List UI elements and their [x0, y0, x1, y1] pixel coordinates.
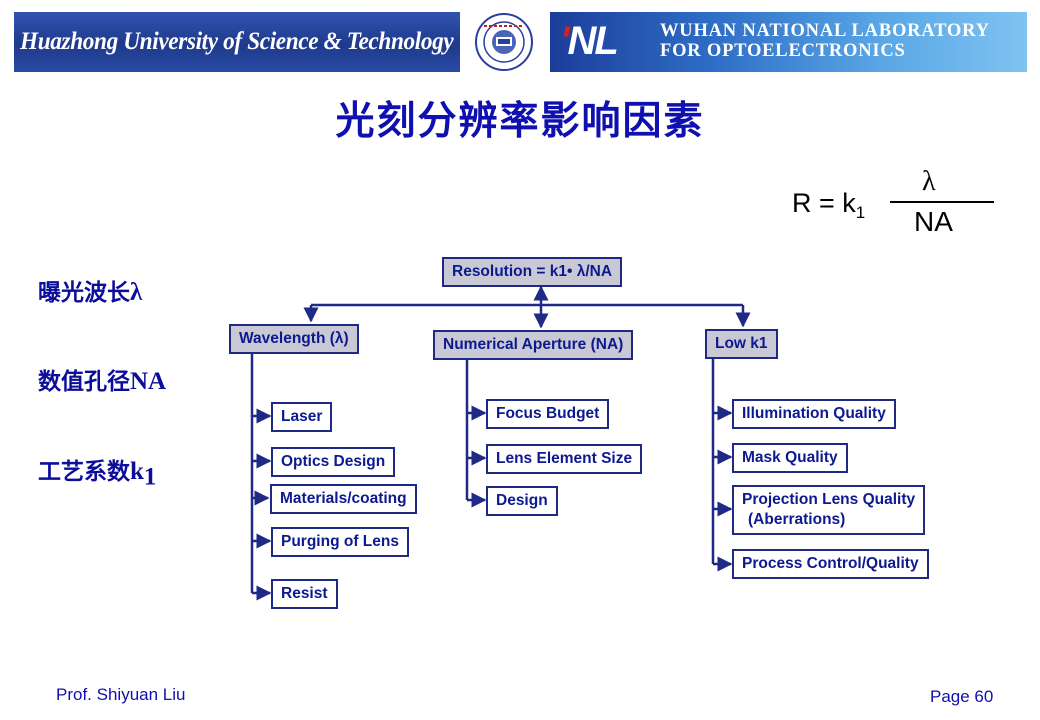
- projection-lens-line1: Projection Lens Quality: [742, 491, 916, 508]
- node-laser: Laser: [271, 402, 333, 432]
- hust-banner: Huazhong University of Science & Technol…: [14, 12, 460, 72]
- lab-name-line1: WUHAN NATIONAL LABORATORY: [660, 21, 990, 41]
- resolution-formula: R = k1 λ NA: [792, 166, 1002, 242]
- formula-lhs: R = k1: [792, 188, 866, 222]
- university-seal-icon: [462, 12, 546, 72]
- lab-name-line2: FOR OPTOELECTRONICS: [660, 41, 906, 61]
- node-wavelength: Wavelength (λ): [229, 324, 359, 354]
- node-projection-lens-quality: Projection Lens Quality (Aberrations): [732, 485, 926, 535]
- node-resolution: Resolution = k1• λ/NA: [442, 257, 623, 287]
- page-title: 光刻分辨率影响因素: [335, 99, 705, 144]
- formula-denominator: NA: [914, 206, 953, 237]
- node-optics-design: Optics Design: [271, 447, 396, 477]
- wnlo-logo: 'NL: [560, 19, 619, 63]
- node-focus-budget: Focus Budget: [486, 399, 610, 429]
- footer-author: Prof. Shiyuan Liu: [56, 685, 186, 704]
- formula-numerator: λ: [922, 166, 936, 197]
- label-k1: 工艺系数k1: [38, 458, 157, 491]
- footer-page-number: Page 60: [930, 687, 994, 706]
- node-purging-of-lens: Purging of Lens: [271, 527, 409, 557]
- node-numerical-aperture: Numerical Aperture (NA): [433, 330, 634, 360]
- node-process-control-quality: Process Control/Quality: [732, 549, 929, 579]
- formula-fraction-bar: [890, 201, 994, 203]
- university-name: Huazhong University of Science & Technol…: [20, 28, 454, 55]
- node-mask-quality: Mask Quality: [732, 443, 848, 473]
- lab-name: WUHAN NATIONAL LABORATORY FOR OPTOELECTR…: [660, 21, 990, 61]
- label-wavelength: 曝光波长λ: [38, 279, 143, 306]
- node-design: Design: [486, 486, 558, 516]
- projection-lens-line2: (Aberrations): [748, 511, 846, 528]
- node-materials-coating: Materials/coating: [270, 484, 417, 514]
- node-resist: Resist: [271, 579, 338, 609]
- node-illumination-quality: Illumination Quality: [732, 399, 896, 429]
- node-lens-element-size: Lens Element Size: [486, 444, 643, 474]
- label-numerical-aperture: 数值孔径NA: [38, 368, 167, 395]
- node-low-k1: Low k1: [705, 329, 778, 359]
- wnlo-banner: 'NL WUHAN NATIONAL LABORATORY FOR OPTOEL…: [550, 12, 1027, 72]
